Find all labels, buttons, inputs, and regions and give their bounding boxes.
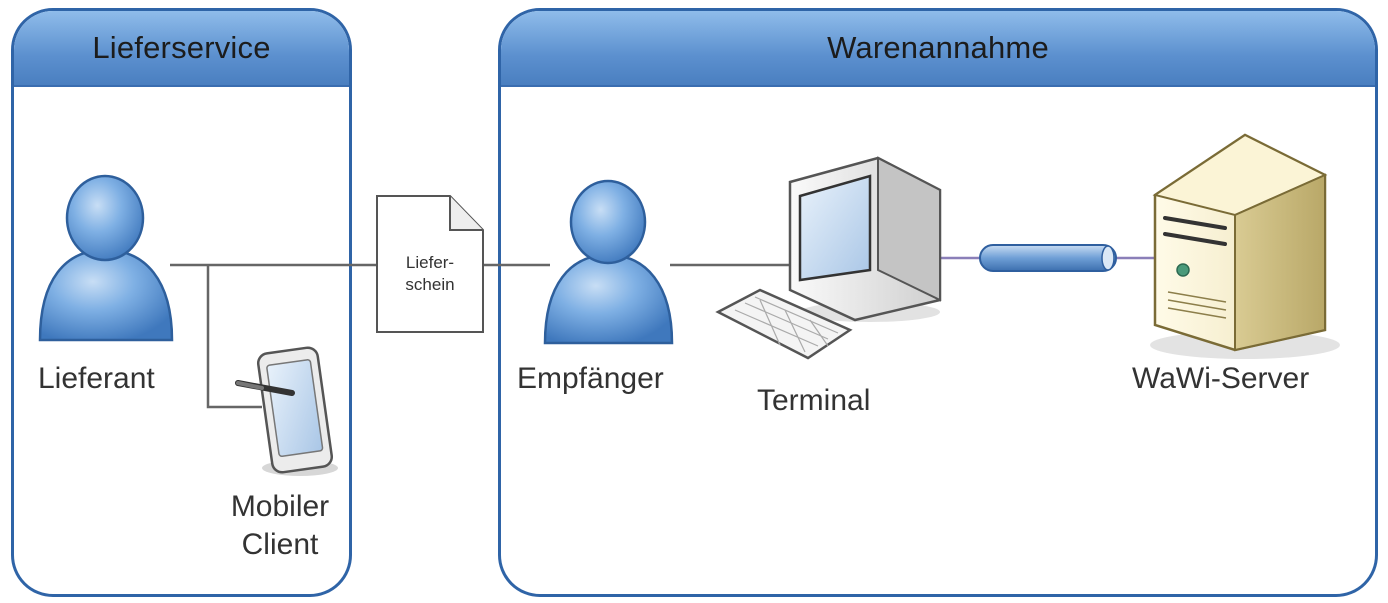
network-pipe-icon bbox=[979, 244, 1117, 272]
terminal-label: Terminal bbox=[757, 384, 871, 417]
wawi-server-label: WaWi-Server bbox=[1132, 362, 1310, 395]
lane-header-lieferservice: Lieferservice bbox=[14, 11, 349, 87]
wawi-server-icon bbox=[1150, 133, 1340, 359]
terminal-computer-icon bbox=[715, 156, 942, 360]
connectors bbox=[170, 263, 790, 409]
lieferant-label: Lieferant bbox=[38, 362, 155, 395]
lieferschein-label: Liefer- schein bbox=[380, 252, 480, 296]
mobiler-client-label-line2: Client bbox=[241, 528, 319, 561]
empfaenger-label: Empfänger bbox=[517, 362, 664, 395]
mobiler-client-label-line1: Mobiler bbox=[230, 490, 330, 523]
network-link bbox=[940, 244, 1160, 272]
lieferschein-label-line1: Liefer- bbox=[405, 253, 455, 272]
connector-lieferant-mobiler-client bbox=[206, 265, 262, 409]
empfaenger-person-icon bbox=[543, 179, 674, 345]
mobiler-client-tablet-icon bbox=[235, 346, 338, 476]
mobiler-client-label: Mobiler Client bbox=[210, 488, 350, 564]
lane-title-warenannahme: Warenannahme bbox=[827, 30, 1049, 65]
lane-header-warenannahme: Warenannahme bbox=[501, 11, 1375, 87]
lieferant-person-icon bbox=[38, 174, 174, 342]
lieferschein-document-icon bbox=[376, 195, 484, 333]
lane-title-lieferservice: Lieferservice bbox=[92, 30, 271, 65]
lieferschein-label-line2: schein bbox=[405, 275, 455, 294]
